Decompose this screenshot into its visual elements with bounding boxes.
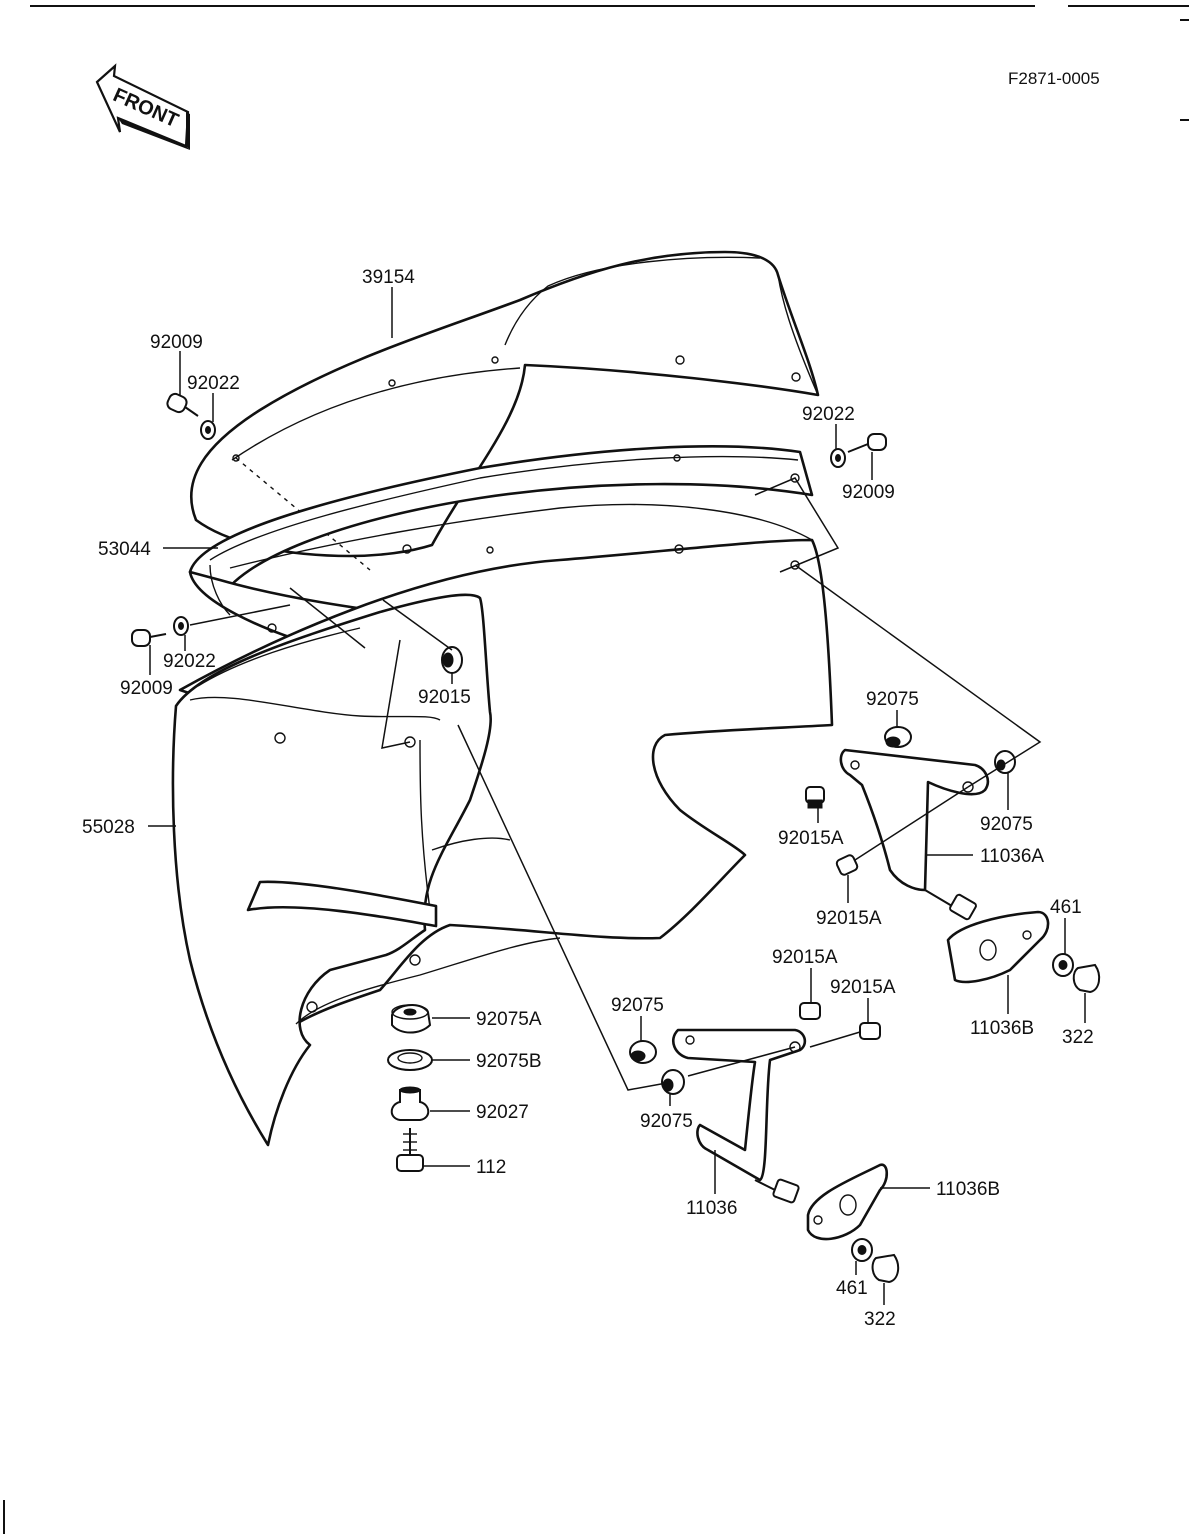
figure-code: F2871-0005 xyxy=(1008,69,1100,88)
washer-92022-midleft xyxy=(173,616,189,636)
front-arrow-icon: FRONT xyxy=(95,63,190,150)
collar-92015a-2 xyxy=(835,854,859,876)
label-322-low: 322 xyxy=(864,1309,896,1330)
page-border-marks xyxy=(3,5,1189,1534)
label-92027: 92027 xyxy=(476,1102,529,1123)
label-92075-mid: 92075 xyxy=(611,995,664,1016)
label-53044: 53044 xyxy=(98,539,151,560)
bushing-92075-mid xyxy=(629,1040,657,1064)
bracket-11036 xyxy=(672,1028,807,1204)
capnut-322-top xyxy=(1072,963,1101,994)
screw-92009-topright xyxy=(847,433,887,453)
label-11036: 11036 xyxy=(686,1198,737,1219)
collar-92015a-1 xyxy=(805,786,825,809)
collar-92015a-4 xyxy=(859,1022,881,1040)
label-11036b-top: 11036B xyxy=(970,1018,1034,1039)
grommet-92015 xyxy=(441,646,463,674)
label-92015: 92015 xyxy=(418,687,471,708)
washer-92075b xyxy=(387,1049,433,1071)
label-92009-topright: 92009 xyxy=(842,482,895,503)
screw-92009-midleft xyxy=(131,629,167,647)
label-92075-low: 92075 xyxy=(640,1111,693,1132)
label-55028: 55028 xyxy=(82,817,135,838)
label-39154: 39154 xyxy=(362,267,415,288)
label-92022-midleft: 92022 xyxy=(163,651,216,672)
grommet-92075a xyxy=(391,1004,432,1034)
windshield xyxy=(190,250,820,571)
screw-92009-topleft xyxy=(166,392,199,417)
label-112: 112 xyxy=(476,1157,506,1178)
label-92009-topleft: 92009 xyxy=(150,332,203,353)
label-11036a: 11036A xyxy=(980,846,1044,867)
nut-461-top xyxy=(1052,953,1074,977)
label-leader-lines xyxy=(148,287,1086,1305)
bushing-92075-low xyxy=(661,1069,685,1095)
label-92022-topleft: 92022 xyxy=(187,373,240,394)
bracket-11036a xyxy=(839,748,990,921)
label-92015a-2: 92015A xyxy=(816,908,882,929)
bushing-92075-right xyxy=(994,750,1016,774)
label-92075b: 92075B xyxy=(476,1051,542,1072)
collar-92015a-3 xyxy=(799,1002,821,1020)
label-322-top: 322 xyxy=(1062,1027,1094,1048)
label-461-low: 461 xyxy=(836,1278,868,1299)
label-92015a-3: 92015A xyxy=(772,947,838,968)
label-92075a: 92075A xyxy=(476,1009,542,1030)
bolt-112 xyxy=(396,1128,424,1172)
part-labels: 39154 92009 92022 92022 92009 53044 9202… xyxy=(82,267,1094,1330)
collar-92027 xyxy=(390,1086,430,1121)
label-92015a-4: 92015A xyxy=(830,977,896,998)
bushing-92075-top xyxy=(884,726,912,748)
label-92015a-1: 92015A xyxy=(778,828,844,849)
label-461-top: 461 xyxy=(1050,897,1082,918)
assembly-guide-lines xyxy=(189,477,1042,1091)
clamp-11036b-top xyxy=(946,910,1050,984)
washer-92022-topright xyxy=(830,448,846,468)
label-92075-top: 92075 xyxy=(866,689,919,710)
fairing-body xyxy=(171,593,561,1147)
label-92022-topright: 92022 xyxy=(802,404,855,425)
capnut-322-low xyxy=(871,1253,900,1284)
clamp-11036b-low xyxy=(806,1163,889,1241)
label-11036b-low: 11036B xyxy=(936,1179,1000,1200)
label-92075-right: 92075 xyxy=(980,814,1033,835)
washer-92022-topleft xyxy=(200,420,216,440)
nut-461-low xyxy=(851,1238,873,1262)
label-92009-midleft: 92009 xyxy=(120,678,173,699)
